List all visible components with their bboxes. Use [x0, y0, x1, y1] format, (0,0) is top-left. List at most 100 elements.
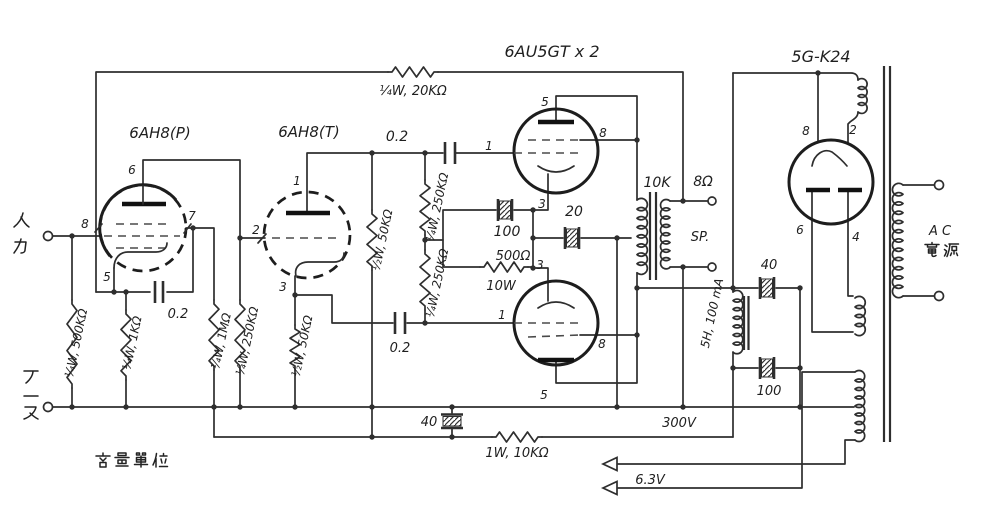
input-label-glyph-2 — [13, 238, 27, 254]
hv-winding — [854, 295, 867, 337]
output-tubes-title: 6AU5GT x 2 — [504, 42, 599, 61]
choke-core — [742, 296, 750, 350]
opt-tap-label: 8Ω — [693, 174, 713, 190]
coupling-bot-label: 0.2 — [390, 341, 411, 356]
lower-output-wires — [294, 267, 734, 384]
opt-primary-label: 10K — [644, 175, 673, 191]
junctions — [69, 70, 821, 440]
ac-glyph-1 — [924, 241, 940, 258]
ct-cap-label: 20 — [565, 204, 583, 220]
feedback-res-label: ¼W, 20KΩ — [379, 84, 447, 99]
ct-bypass-cap — [566, 228, 578, 248]
note-glyph-4 — [152, 452, 169, 468]
t2-envelope — [262, 190, 352, 280]
t1-envelope-solid — [98, 183, 178, 257]
low-cathode — [537, 301, 575, 309]
earth-label-glyph-3 — [23, 406, 39, 420]
tube-6ah8t — [257, 190, 352, 280]
pt-core — [882, 66, 892, 442]
rect-filament-winding — [857, 77, 868, 115]
dropper-label: 1W, 10KΩ — [485, 446, 548, 461]
note-glyph-3 — [133, 452, 149, 468]
t2-pin2: 2 — [252, 223, 260, 237]
heater-wires — [617, 371, 856, 489]
t2-pin-tick — [257, 233, 267, 244]
ct-bypass-wire — [532, 237, 632, 408]
filter-cap-b — [761, 358, 773, 378]
low-pin3: 3 — [536, 258, 544, 272]
input-terminal — [42, 230, 54, 242]
input-cap-label: 0.2 — [168, 307, 189, 322]
heater-label: 6.3V — [635, 473, 666, 488]
earth-label-glyph-1 — [23, 370, 39, 384]
rect-pin2: 2 — [849, 123, 857, 137]
t1-envelope — [98, 183, 188, 273]
t2-name: 6AH8(T) — [278, 123, 340, 141]
cjk-annotations: 入力 アース 容量單位 電源 — [13, 212, 960, 468]
up-pin8: 8 — [599, 126, 607, 140]
cathodyne-plate-resistor — [366, 209, 378, 271]
note-glyph-1 — [95, 452, 111, 468]
coupling-top-label: 0.2 — [386, 129, 408, 145]
driver-plate-line — [306, 152, 515, 214]
filter-cap-a — [761, 278, 773, 298]
dec-cap-label: 40 — [421, 415, 438, 430]
tube-6ah8p — [94, 183, 192, 273]
t1-name: 6AH8(P) — [129, 124, 190, 142]
low-pin8: 8 — [598, 337, 606, 351]
io-terminals — [42, 230, 618, 496]
ac-terminal-bottom — [933, 290, 945, 302]
rect-pin4: 4 — [852, 230, 860, 244]
tube-6au5-upper — [512, 107, 600, 195]
bias-resistor — [479, 261, 529, 273]
decoupling-cap — [442, 416, 462, 427]
input-label-glyph-1 — [13, 212, 30, 228]
bplus-label: 300V — [662, 416, 697, 431]
t2-grid-resistor — [234, 299, 246, 371]
input-grid-resistor — [66, 299, 78, 389]
ac-glyph-2 — [943, 243, 960, 258]
low-pin5: 5 — [540, 388, 548, 402]
opt-secondary-coil — [659, 198, 671, 270]
feedback-resistor — [387, 66, 439, 78]
opt-core — [648, 192, 658, 280]
low-grid-dash2 — [527, 334, 581, 338]
low-pin1: 1 — [498, 308, 506, 322]
rect-pin6: 6 — [796, 223, 804, 237]
t1-to-t2-wire — [142, 159, 266, 239]
t1-pin7: 7 — [188, 209, 196, 223]
t1-cathode-resistor — [120, 309, 132, 381]
filter-wires — [732, 287, 801, 408]
bias-network-wire — [442, 209, 534, 269]
earth-terminal — [42, 401, 54, 413]
filter-b-label: 100 — [757, 384, 782, 399]
lower-grid-resistor — [419, 249, 431, 311]
ac-primary-wires — [902, 184, 935, 297]
heater-arrow-1 — [600, 456, 618, 472]
t1-pin-ticks — [94, 223, 192, 234]
t1-plate-resistor — [208, 299, 220, 371]
t1-pin8: 8 — [81, 217, 89, 231]
bias-res-label: 500Ω — [496, 249, 531, 264]
cathode-bypass-cap — [499, 200, 511, 220]
opt-primary-coil — [636, 197, 649, 276]
t1-cathode-wire — [95, 227, 194, 293]
ac-label: A C — [928, 224, 952, 239]
output-transformer — [636, 192, 717, 408]
rect-pin8: 8 — [802, 124, 810, 138]
t2-pin3: 3 — [279, 280, 287, 294]
rect-envelope — [787, 138, 875, 226]
ac-terminal-top — [933, 179, 945, 191]
up-cathode — [537, 165, 575, 173]
speaker-label: SP. — [691, 230, 709, 245]
heater-arrow-2 — [600, 480, 618, 496]
filter-a-label: 40 — [761, 258, 778, 273]
up-pin5: 5 — [541, 95, 549, 109]
t1-cathode — [113, 242, 168, 269]
heater-winding — [854, 369, 866, 443]
cathodyne-cathode-resistor — [289, 324, 301, 371]
up-pin3: 3 — [538, 197, 546, 211]
rect-filament — [811, 149, 848, 167]
